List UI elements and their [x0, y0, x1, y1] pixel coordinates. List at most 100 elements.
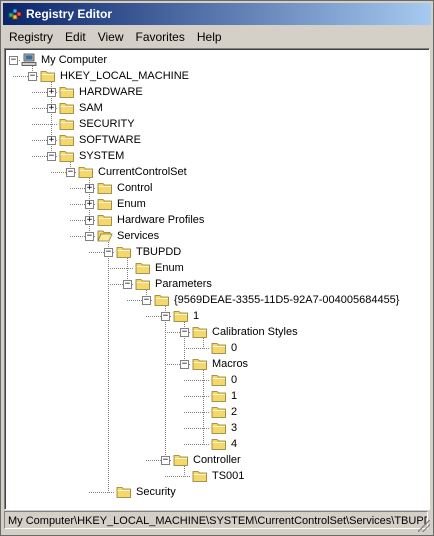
menu-bar: Registry Edit View Favorites Help	[3, 27, 431, 47]
collapse-button[interactable]: −	[9, 55, 18, 65]
tree-node-label: {9569DEAE-3355-11D5-92A7-004005684455}	[174, 294, 400, 306]
menu-registry[interactable]: Registry	[9, 30, 54, 44]
tree-node[interactable]: Hardware Profiles	[97, 212, 206, 228]
collapse-button[interactable]: −	[161, 455, 170, 465]
tree-node-label: 0	[231, 342, 238, 354]
tree-node[interactable]: 3	[211, 420, 239, 436]
tree-node-label: Hardware Profiles	[117, 214, 205, 226]
tree-node-label: 1	[193, 310, 200, 322]
menu-view[interactable]: View	[97, 30, 124, 44]
tree-node-label: CurrentControlSet	[98, 166, 187, 178]
collapse-button[interactable]: −	[104, 247, 113, 257]
collapse-button[interactable]: −	[28, 71, 37, 81]
tree-node[interactable]: SYSTEM	[59, 148, 126, 164]
tree-node[interactable]: 2	[211, 404, 239, 420]
collapse-button[interactable]: −	[123, 279, 132, 289]
tree-node-label: Macros	[212, 358, 249, 370]
registry-key-tree[interactable]: −My Computer−HKEY_LOCAL_MACHINE+HARDWARE…	[4, 48, 430, 510]
tree-node-label: Enum	[155, 262, 184, 274]
menu-help[interactable]: Help	[196, 30, 222, 44]
tree-node[interactable]: Macros	[192, 356, 250, 372]
folder-icon	[116, 487, 131, 498]
folder-icon	[211, 391, 226, 402]
tree-node[interactable]: Enum	[97, 196, 148, 212]
tree-node[interactable]: CurrentControlSet	[78, 164, 189, 180]
expand-button[interactable]: +	[47, 103, 56, 113]
collapse-button[interactable]: −	[161, 311, 170, 321]
collapse-button[interactable]: −	[85, 231, 94, 241]
tree-node-label: SECURITY	[79, 118, 135, 130]
folder-icon	[135, 263, 150, 274]
tree-node[interactable]: Security	[116, 484, 178, 500]
folder-icon	[211, 439, 226, 450]
menu-favorites[interactable]: Favorites	[135, 30, 185, 44]
resize-grip[interactable]	[418, 520, 430, 532]
window-title: Registry Editor	[26, 7, 113, 21]
tree-node[interactable]: 4	[211, 436, 239, 452]
collapse-button[interactable]: −	[66, 167, 75, 177]
title-bar[interactable]: Registry Editor	[3, 3, 431, 25]
tree-node[interactable]: SECURITY	[59, 116, 137, 132]
folder-icon	[59, 87, 74, 98]
tree-node[interactable]: SAM	[59, 100, 105, 116]
tree-node-label: Controller	[193, 454, 241, 466]
menu-edit[interactable]: Edit	[65, 30, 86, 44]
computer-icon	[21, 53, 37, 66]
folder-icon	[154, 295, 169, 306]
tree-node[interactable]: Enum	[135, 260, 186, 276]
folder-icon	[173, 311, 188, 322]
tree-node[interactable]: 1	[211, 388, 239, 404]
tree-node[interactable]: TS001	[192, 468, 246, 484]
collapse-button[interactable]: −	[180, 359, 189, 369]
folder-icon	[211, 343, 226, 354]
expand-button[interactable]: +	[85, 199, 94, 209]
expand-button[interactable]: +	[85, 215, 94, 225]
registry-app-icon	[8, 8, 22, 20]
tree-node[interactable]: Parameters	[135, 276, 214, 292]
tree-node-label: Control	[117, 182, 153, 194]
folder-icon	[116, 247, 131, 258]
tree-node-label: TS001	[212, 470, 245, 482]
tree-node-label: My Computer	[41, 54, 108, 66]
expand-button[interactable]: +	[47, 87, 56, 97]
folder-icon	[59, 103, 74, 114]
folder-icon	[211, 407, 226, 418]
folder-icon	[211, 423, 226, 434]
expand-button[interactable]: +	[47, 135, 56, 145]
tree-node-label: 1	[231, 390, 238, 402]
tree-node-label: 4	[231, 438, 238, 450]
tree-node-label: 3	[231, 422, 238, 434]
tree-node[interactable]: Controller	[173, 452, 243, 468]
tree-node[interactable]: Calibration Styles	[192, 324, 300, 340]
collapse-button[interactable]: −	[180, 327, 189, 337]
expand-button[interactable]: +	[85, 183, 94, 193]
folder-icon	[59, 119, 74, 130]
tree-node-label: 0	[231, 374, 238, 386]
tree-node[interactable]: 1	[173, 308, 201, 324]
folder-icon	[192, 359, 207, 370]
tree-node[interactable]: 0	[211, 372, 239, 388]
collapse-button[interactable]: −	[142, 295, 151, 305]
tree-node[interactable]: {9569DEAE-3355-11D5-92A7-004005684455}	[154, 292, 401, 308]
folder-icon	[135, 279, 150, 290]
tree-node[interactable]: HKEY_LOCAL_MACHINE	[40, 68, 191, 84]
tree-node-label: Security	[136, 486, 176, 498]
tree-node-label: HARDWARE	[79, 86, 143, 98]
tree-node[interactable]: SOFTWARE	[59, 132, 143, 148]
status-bar: My Computer\HKEY_LOCAL_MACHINE\SYSTEM\Cu…	[4, 511, 428, 529]
tree-node[interactable]: Services	[97, 228, 161, 244]
tree-node[interactable]: Control	[97, 180, 154, 196]
tree-node[interactable]: 0	[211, 340, 239, 356]
tree-node-label: TBUPDD	[136, 246, 182, 258]
tree-node-label: SYSTEM	[79, 150, 125, 162]
folder-icon	[173, 455, 188, 466]
tree-node-label: Enum	[117, 198, 146, 210]
tree-node-label: Calibration Styles	[212, 326, 298, 338]
tree-node-label: Services	[117, 230, 160, 242]
tree-node[interactable]: HARDWARE	[59, 84, 145, 100]
tree-node[interactable]: TBUPDD	[116, 244, 183, 260]
collapse-button[interactable]: −	[47, 151, 56, 161]
tree-node[interactable]: My Computer	[21, 52, 109, 68]
status-key-path: My Computer\HKEY_LOCAL_MACHINE\SYSTEM\Cu…	[8, 515, 428, 527]
